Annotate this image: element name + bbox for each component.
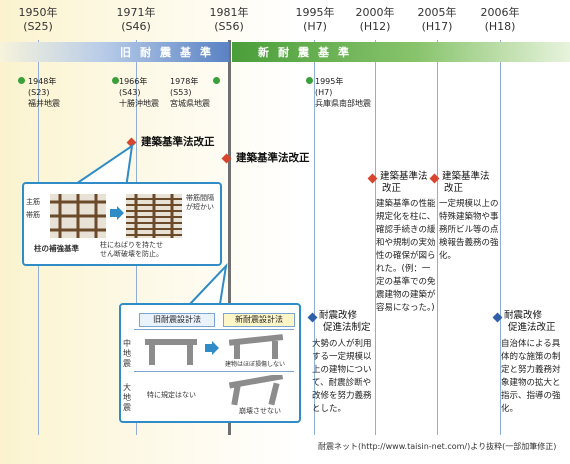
row-label-mid: 中地震: [123, 339, 131, 368]
law-2005-desc: 一定規模以上の特殊建築物や事務所ビル等の点検報告義務の強化。: [439, 199, 499, 261]
law-1981-label: 建築基準法改正: [236, 152, 310, 164]
column-reinforcement-box: 主筋 帯筋 帯筋間隔が短かい 柱の補強基準 柱にねばりを持たせ せん断破壊を防止…: [22, 182, 222, 266]
column-box-note2: せん断破壊を防止。: [100, 250, 163, 258]
timeline-line-1995: [314, 40, 315, 435]
timeline-line-1981: [228, 40, 231, 435]
old-big-note: 特に規定はない: [147, 391, 196, 399]
old-standard-band: [0, 42, 229, 62]
earthquake-miyagi: 1978年(S53)宮城県地震: [170, 77, 210, 108]
earthquake-dot: [213, 77, 220, 84]
row-label-big: 大地震: [123, 383, 131, 412]
arrow-right-icon: [110, 206, 124, 220]
main-bar-label: 主筋: [26, 198, 40, 206]
new-column-rebar-icon: [126, 194, 182, 238]
year-1981: 1981年(S56): [209, 6, 249, 33]
design-method-box: 旧耐震設計法 新耐震設計法 中地震 大地震 建物はほぼ損傷しない 特に規定はない…: [119, 303, 301, 423]
new-standard-label: 新耐震基準: [258, 46, 358, 59]
promo-1995-desc: 大勢の人が利用する一定規模以上の建物について、耐震診断や改修を努力義務とした。: [312, 339, 372, 414]
hoop-label: 帯筋: [26, 211, 40, 219]
promo-2006-desc: 自治体による具体的な施策の制定と努力義務対象建物の拡大と指示、指導の強化。: [501, 339, 561, 414]
earthquake-dot: [18, 77, 25, 84]
promo-diamond-1995: [307, 312, 318, 323]
year-2006: 2006年(H18): [480, 6, 520, 33]
column-box-title: 柱の補強基準: [34, 244, 79, 253]
timeline-line-2000: [375, 40, 376, 435]
old-frame-icon: [145, 339, 197, 365]
new-design-header: 新耐震設計法: [223, 313, 295, 327]
source-credit: 耐震ネット(http://www.taisin-net.com/)より抜粋(一部…: [318, 442, 557, 451]
timeline-line-2005: [437, 40, 438, 435]
new-frame-mid-icon: [228, 334, 284, 359]
old-column-rebar-icon: [50, 194, 106, 238]
new-mid-note: 建物はほぼ損傷しない: [225, 361, 286, 368]
law-2005-title: 建築基準法改正: [442, 171, 490, 194]
column-box-note1: 柱にねばりを持たせ: [100, 241, 163, 249]
earthquake-dot: [112, 77, 119, 84]
law-2000-desc: 建築基準の性能規定化を柱に、確認手続きの緩和や規制の実効性の確保が図られた。(例…: [376, 199, 436, 313]
arrow-right-icon: [205, 341, 219, 355]
year-1950: 1950年(S25): [18, 6, 58, 33]
new-standard-band: [232, 42, 570, 62]
year-1971: 1971年(S46): [116, 6, 156, 33]
promo-2006-title: 耐震改修促進法改正: [504, 310, 556, 333]
law-1971-label: 建築基準法改正: [141, 136, 215, 148]
year-2005: 2005年(H17): [417, 6, 457, 33]
year-2000: 2000年(H12): [355, 6, 395, 33]
promo-1995-title: 耐震改修促進法制定: [319, 310, 371, 333]
timeline-line-2006: [500, 40, 501, 435]
new-big-note: 崩壊させない: [239, 407, 281, 415]
old-standard-label: 旧耐震基準: [120, 46, 220, 59]
law-2000-title: 建築基準法改正: [380, 171, 428, 194]
year-1995: 1995年(H7): [295, 6, 335, 33]
earthquake-hyogo: 1995年(H7)兵庫県南部地震: [315, 77, 371, 108]
earthquake-dot: [306, 77, 313, 84]
hoop-note: 帯筋間隔が短かい: [186, 194, 214, 211]
earthquake-tokachi: 1966年(S43)十勝沖地震: [119, 77, 159, 108]
earthquake-fukui: 1948年(S23)福井地震: [28, 77, 60, 108]
new-frame-big-icon: [228, 375, 284, 406]
old-design-header: 旧耐震設計法: [139, 313, 215, 327]
